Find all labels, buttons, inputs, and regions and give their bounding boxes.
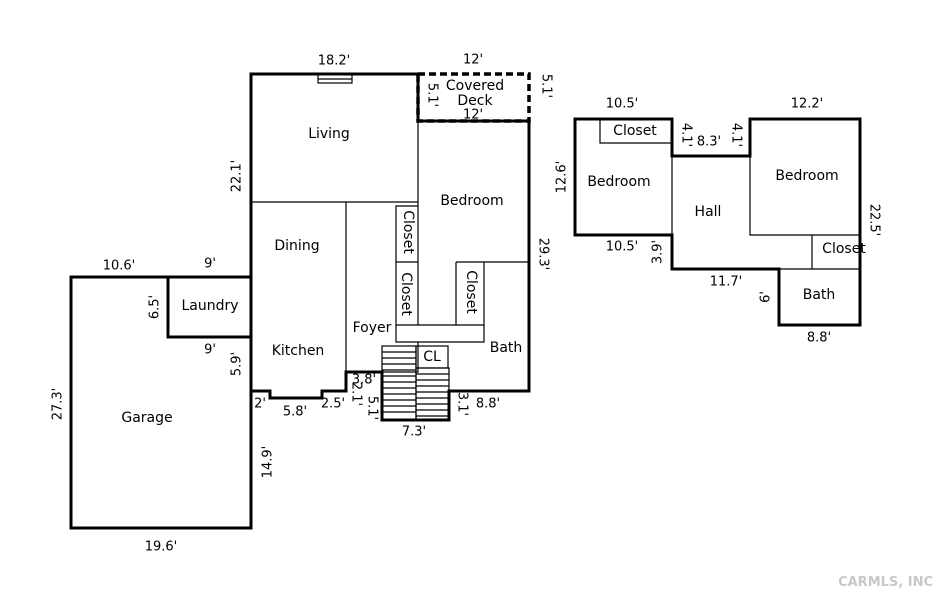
- dim-kitchen-bottom: 5.8': [283, 405, 307, 420]
- upper-interior-walls: [599, 119, 860, 270]
- room-hall: Hall: [695, 204, 722, 220]
- dim-up-left-top: 10.5': [606, 97, 639, 112]
- covered-deck-outline: [416, 72, 531, 123]
- dim-bath-3-1: 3.1': [455, 392, 470, 416]
- dim-deck-right: 5.1': [539, 74, 554, 98]
- room-living: Living: [308, 126, 350, 142]
- dim-step-2-5: 2.5': [321, 397, 345, 412]
- room-garage: Garage: [121, 410, 172, 426]
- room-covered-deck-2: Deck: [457, 93, 493, 109]
- room-bedroom-right-up: Bedroom: [775, 168, 838, 184]
- dim-up-3-9: 3.9': [651, 240, 666, 264]
- room-bath-up: Bath: [803, 287, 836, 303]
- dim-laundry-bottom: 9': [204, 343, 216, 358]
- dim-foyer-5-1: 5.1': [365, 396, 380, 420]
- dim-deck-bottom: 12': [463, 108, 483, 123]
- dim-foyer-3-8: 3.8': [352, 373, 376, 388]
- watermark: CARMLS, INC: [838, 575, 933, 590]
- dim-deck-top: 12': [463, 53, 483, 68]
- room-closet-b: Closet: [398, 272, 414, 316]
- stairs: [381, 345, 450, 421]
- room-bedroom-main: Bedroom: [440, 193, 503, 209]
- dim-deck-left: 5.1': [425, 83, 440, 107]
- room-closet-right-up: Closet: [822, 241, 866, 257]
- room-closet-a: Closet: [400, 210, 416, 254]
- dim-up-8-8: 8.8': [807, 331, 831, 346]
- dim-up-8-3: 8.3': [697, 135, 721, 150]
- dim-kitchen-left: 5.9': [230, 352, 245, 376]
- dim-up-6: 6': [759, 291, 774, 303]
- room-covered-deck-1: Covered: [446, 78, 504, 94]
- dim-garage-bottom: 19.6': [145, 540, 178, 555]
- room-laundry: Laundry: [181, 298, 238, 314]
- room-dining: Dining: [274, 238, 319, 254]
- dim-step-2: 2': [254, 397, 266, 412]
- dim-garage-top: 10.6': [103, 259, 136, 274]
- dim-bedroom-right: 29.3': [536, 238, 551, 271]
- dim-bath-bottom: 8.8': [476, 397, 500, 412]
- room-kitchen: Kitchen: [272, 343, 325, 359]
- laundry-wall: [166, 275, 253, 339]
- interior-walls: [251, 121, 529, 373]
- dim-garage-right: 14.9': [261, 446, 276, 479]
- dim-living-left: 22.1': [230, 160, 245, 193]
- dim-foyer-2-1: 2.1': [349, 382, 364, 406]
- room-bedroom-left-up: Bedroom: [587, 174, 650, 190]
- dim-up-11-7: 11.7': [710, 275, 743, 290]
- dim-up-4-1-b: 4.1': [729, 123, 744, 147]
- dim-stair-bottom: 7.3': [402, 425, 426, 440]
- room-closet-c: Closet: [463, 270, 479, 314]
- dim-garage-left: 27.3': [51, 388, 66, 421]
- dim-laundry-left: 6.5': [148, 295, 163, 319]
- dim-up-left-bottom: 10.5': [606, 240, 639, 255]
- dim-living-top: 18.2': [318, 54, 351, 69]
- room-bath-main: Bath: [490, 340, 523, 356]
- dim-up-right-top: 12.2': [791, 97, 824, 112]
- dim-laundry-top: 9': [204, 257, 216, 272]
- room-closet-left-up: Closet: [613, 123, 657, 139]
- dim-up-left-side: 12.6': [555, 161, 570, 194]
- room-foyer: Foyer: [353, 320, 392, 336]
- dim-up-right-side: 22.5': [867, 204, 882, 237]
- room-cl: CL: [423, 349, 441, 365]
- dim-up-4-1-a: 4.1': [679, 123, 694, 147]
